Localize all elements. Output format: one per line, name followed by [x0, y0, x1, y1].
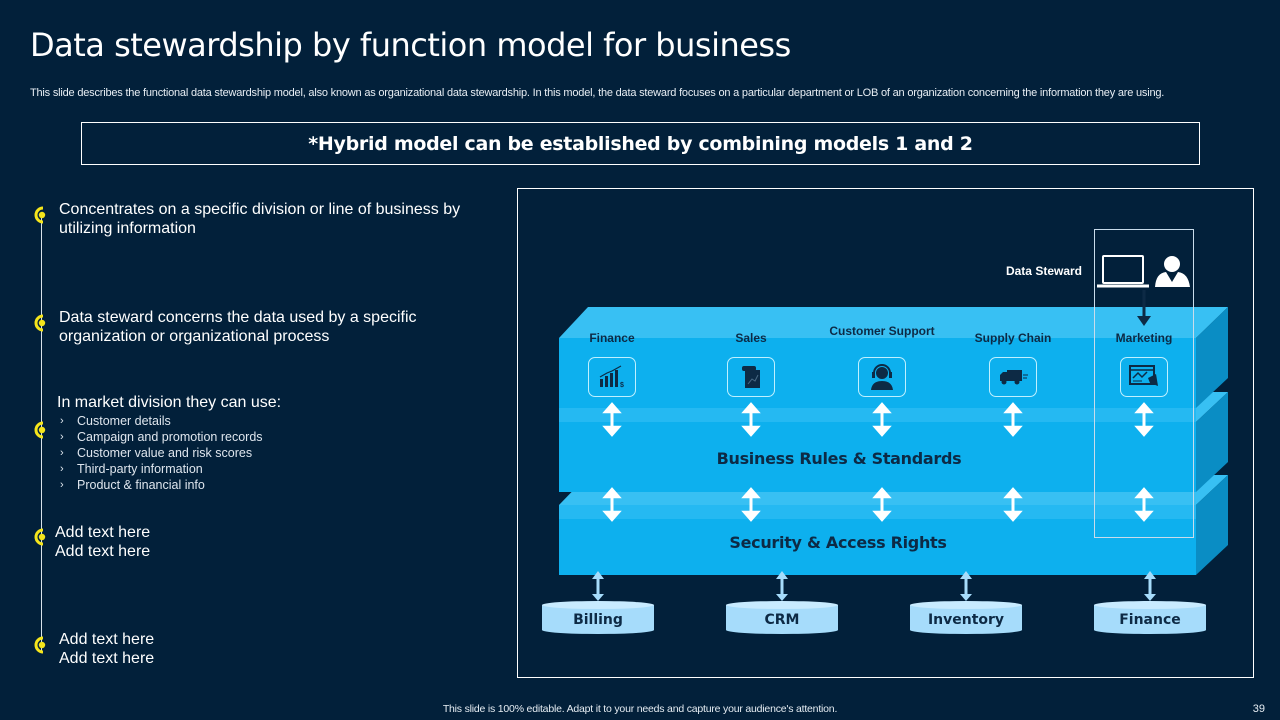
- layer-front-face: [559, 422, 1196, 492]
- hybrid-model-note-box: *Hybrid model can be established by comb…: [81, 122, 1200, 165]
- headset-agent-icon: [871, 364, 893, 390]
- double-arrow-icon: [602, 402, 622, 437]
- marketing-megaphone-icon: [1129, 365, 1158, 386]
- supply-chain-icon-box: [989, 357, 1037, 397]
- slide-subtitle: This slide describes the functional data…: [30, 87, 1165, 99]
- double-arrow-icon: [602, 487, 622, 522]
- market-data-list: ›Customer details ›Campaign and promotio…: [57, 413, 357, 493]
- timeline-item-3: In market division they can use: ›Custom…: [57, 393, 357, 493]
- double-arrow-icon: [741, 402, 761, 437]
- department-label-sales: Sales: [735, 331, 767, 345]
- double-arrow-icon: [1134, 487, 1154, 522]
- delivery-truck-icon: [1000, 370, 1028, 385]
- database-cylinder-icon: [726, 601, 838, 634]
- department-label-finance: Finance: [589, 331, 635, 345]
- finance-icon-box: $: [588, 357, 636, 397]
- database-connector-arrow-icon: [592, 571, 604, 601]
- market-data-item: ›Customer value and risk scores: [60, 446, 253, 460]
- double-arrow-icon: [1134, 402, 1154, 437]
- chevron-right-icon: ›: [60, 415, 64, 427]
- svg-text:$: $: [620, 382, 624, 389]
- steward-down-arrow: [1137, 290, 1151, 326]
- chevron-right-icon: ›: [60, 463, 64, 475]
- timeline-item-4: Add text here Add text here: [55, 524, 151, 560]
- timeline-item-3-heading: In market division they can use:: [57, 394, 282, 411]
- timeline-marker-icon: [34, 636, 46, 654]
- database-cylinder-icon: [542, 601, 654, 634]
- database-label-crm: CRM: [764, 612, 800, 628]
- database-label-billing: Billing: [573, 612, 623, 628]
- marketing-icon-box: [1120, 357, 1168, 397]
- slide-footer: This slide is 100% editable. Adapt it to…: [442, 703, 838, 715]
- layer-label-business-rules: Business Rules & Standards: [716, 449, 962, 468]
- layer-top-face: [559, 307, 1228, 338]
- timeline-marker-icon: [34, 206, 46, 224]
- laptop-icon: [1097, 255, 1149, 288]
- data-steward-label: Data Steward: [1005, 264, 1082, 278]
- chevron-right-icon: ›: [60, 431, 64, 443]
- sales-document-icon: [742, 366, 760, 388]
- sales-icon-box: [727, 357, 775, 397]
- diagram-frame: [517, 188, 1254, 678]
- layer-side-face: [1196, 307, 1228, 408]
- database-cylinder-icon: [910, 601, 1022, 634]
- database-connector-arrow-icon: [960, 571, 972, 601]
- timeline-marker-icon: [34, 314, 46, 332]
- market-data-item: ›Customer details: [60, 414, 171, 428]
- market-data-item: ›Third-party information: [60, 462, 203, 476]
- layer-side-face: [1196, 392, 1228, 492]
- customer-support-icon-box: [858, 357, 906, 397]
- double-arrow-icon: [872, 487, 892, 522]
- chevron-right-icon: ›: [60, 447, 64, 459]
- department-label-marketing: Marketing: [1115, 331, 1173, 345]
- layer-label-security: Security & Access Rights: [729, 533, 947, 552]
- timeline-marker-icon: [34, 421, 46, 439]
- data-steward-highlight-box: [1094, 229, 1194, 538]
- slide-title: Data stewardship by function model for b…: [30, 26, 791, 64]
- double-arrow-icon: [1003, 487, 1023, 522]
- double-arrow-icon: [741, 487, 761, 522]
- department-label-supply-chain: Supply Chain: [974, 331, 1052, 345]
- double-arrow-icon: [1003, 402, 1023, 437]
- timeline-item-5: Add text here Add text here: [59, 631, 155, 667]
- layer-side-face: [1196, 475, 1228, 575]
- market-data-item: ›Campaign and promotion records: [60, 430, 263, 444]
- database-connector-arrow-icon: [776, 571, 788, 601]
- hybrid-model-note: *Hybrid model can be established by comb…: [308, 132, 973, 155]
- database-label-inventory: Inventory: [927, 612, 1005, 628]
- database-label-finance: Finance: [1119, 612, 1181, 628]
- finance-chart-icon: $: [599, 365, 624, 389]
- database-cylinder-icon: [1094, 601, 1206, 634]
- data-steward-person-icon: [1155, 256, 1190, 287]
- double-arrow-icon: [872, 402, 892, 437]
- market-data-item: ›Product & financial info: [60, 478, 205, 492]
- page-number: 39: [1252, 703, 1265, 715]
- timeline-item-1: Concentrates on a specific division or l…: [59, 201, 461, 237]
- database-connector-arrow-icon: [1144, 571, 1156, 601]
- timeline-marker-icon: [34, 528, 46, 546]
- department-label-customer-support: Customer Support: [829, 324, 935, 338]
- chevron-right-icon: ›: [60, 479, 64, 491]
- timeline-item-2: Data steward concerns the data used by a…: [59, 309, 417, 345]
- layer-front-band: [559, 408, 1196, 422]
